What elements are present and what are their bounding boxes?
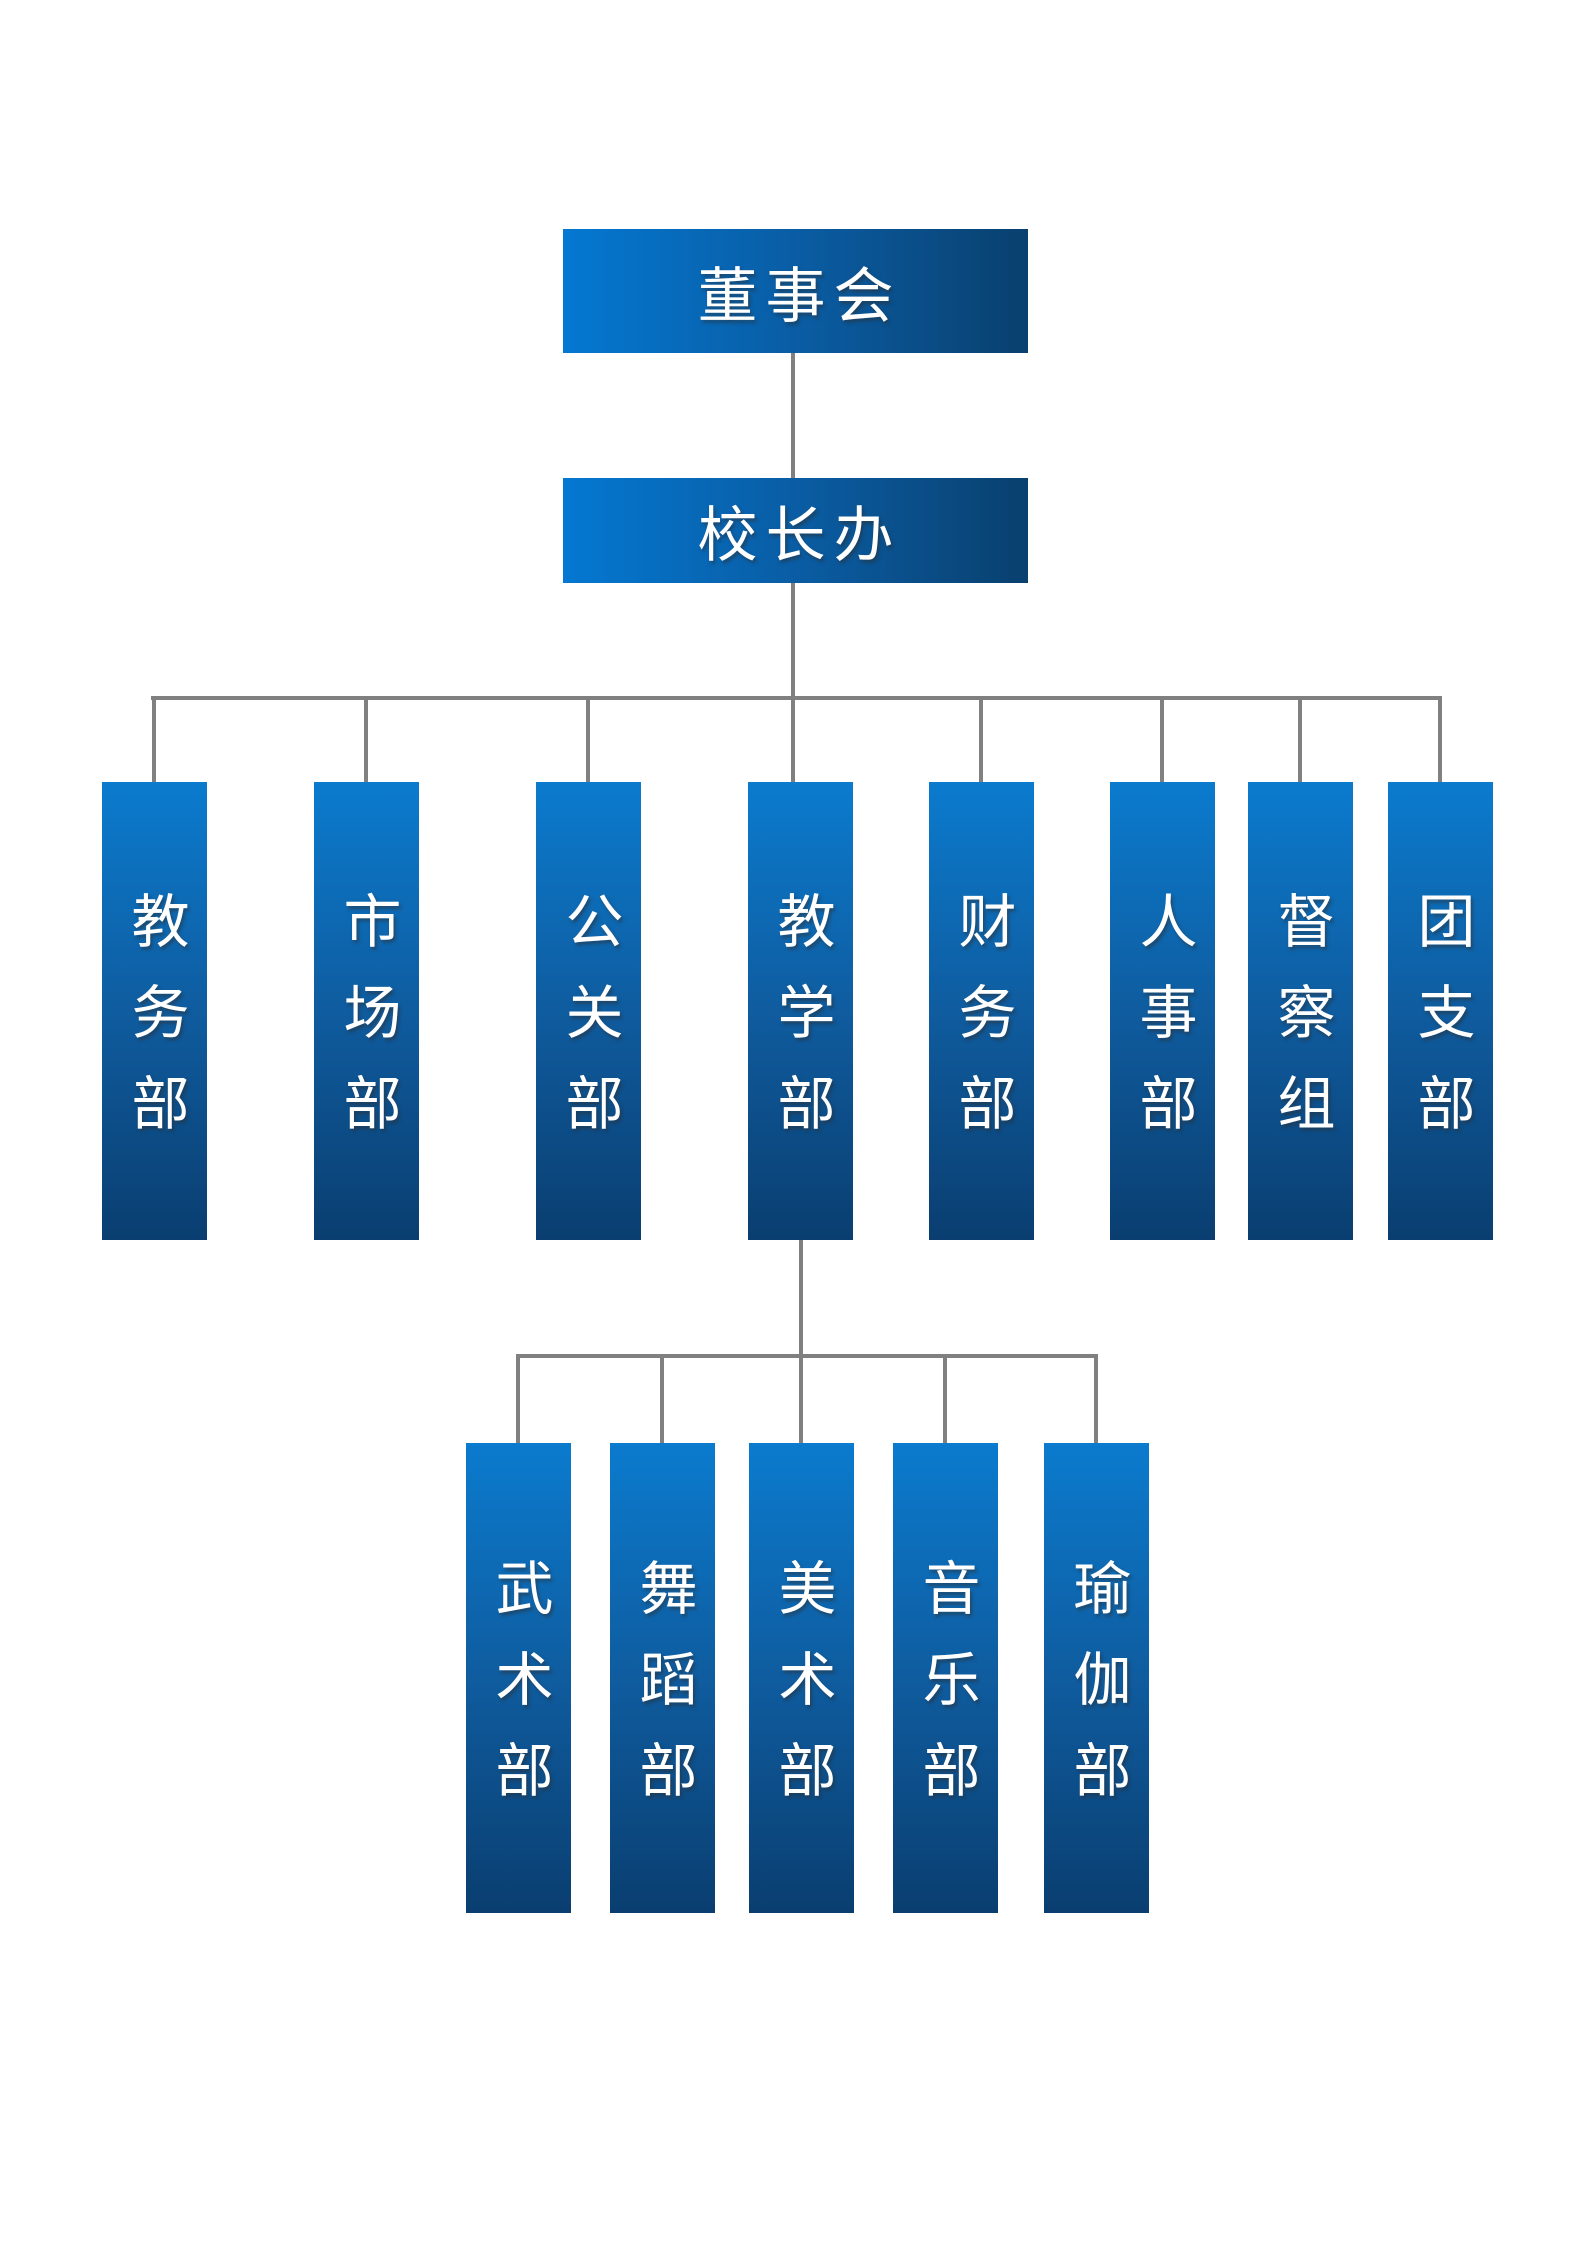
connector-stub-public-relations [586, 696, 590, 782]
connector-principal-drop [791, 583, 795, 782]
connector-stub-league-branch [1438, 696, 1442, 782]
node-dept-marketing: 市场部 [314, 782, 419, 1240]
node-sub-music: 音乐部 [893, 1443, 998, 1913]
connector-stub-supervision [1298, 696, 1302, 782]
node-dept-academic-affairs: 教务部 [102, 782, 207, 1240]
node-board-label: 董事会 [697, 262, 902, 330]
node-sub-label: 音乐部 [913, 1558, 979, 1831]
node-principal-office: 校长办 [563, 478, 1028, 583]
node-dept-label: 教学部 [768, 891, 834, 1164]
node-sub-dance: 舞蹈部 [610, 1443, 715, 1913]
connector-stub-fine-arts [799, 1354, 803, 1443]
node-dept-teaching: 教学部 [748, 782, 853, 1240]
connector-departments-rail [151, 696, 1442, 700]
connector-stub-martial-arts [516, 1354, 520, 1443]
connector-stub-finance [979, 696, 983, 782]
connector-teaching-drop [799, 1240, 803, 1356]
node-dept-hr: 人事部 [1110, 782, 1215, 1240]
node-sub-label: 武术部 [486, 1558, 552, 1831]
node-sub-label: 舞蹈部 [630, 1558, 696, 1831]
node-dept-label: 市场部 [334, 891, 400, 1164]
node-dept-label: 财务部 [949, 891, 1015, 1164]
node-sub-martial-arts: 武术部 [466, 1443, 571, 1913]
connector-teaching-rail [516, 1354, 1098, 1358]
node-principal-office-label: 校长办 [697, 502, 902, 569]
node-dept-finance: 财务部 [929, 782, 1034, 1240]
node-sub-label: 瑜伽部 [1064, 1558, 1130, 1831]
connector-stub-dance [660, 1354, 664, 1443]
node-dept-label: 教务部 [122, 891, 188, 1164]
node-dept-league-branch: 团支部 [1388, 782, 1493, 1240]
connector-stub-music [943, 1354, 947, 1443]
node-sub-fine-arts: 美术部 [749, 1443, 854, 1913]
connector-stub-marketing [364, 696, 368, 782]
node-sub-label: 美术部 [769, 1558, 835, 1831]
node-dept-label: 团支部 [1408, 891, 1474, 1164]
connector-board-principal [791, 353, 795, 478]
connector-stub-yoga [1094, 1354, 1098, 1443]
connector-stub-hr [1160, 696, 1164, 782]
connector-stub-academic-affairs [152, 696, 156, 782]
node-board: 董事会 [563, 229, 1028, 353]
node-dept-label: 督察组 [1268, 891, 1334, 1164]
node-sub-yoga: 瑜伽部 [1044, 1443, 1149, 1913]
node-dept-public-relations: 公关部 [536, 782, 641, 1240]
node-dept-supervision: 督察组 [1248, 782, 1353, 1240]
node-dept-label: 人事部 [1130, 891, 1196, 1164]
node-dept-label: 公关部 [556, 891, 622, 1164]
